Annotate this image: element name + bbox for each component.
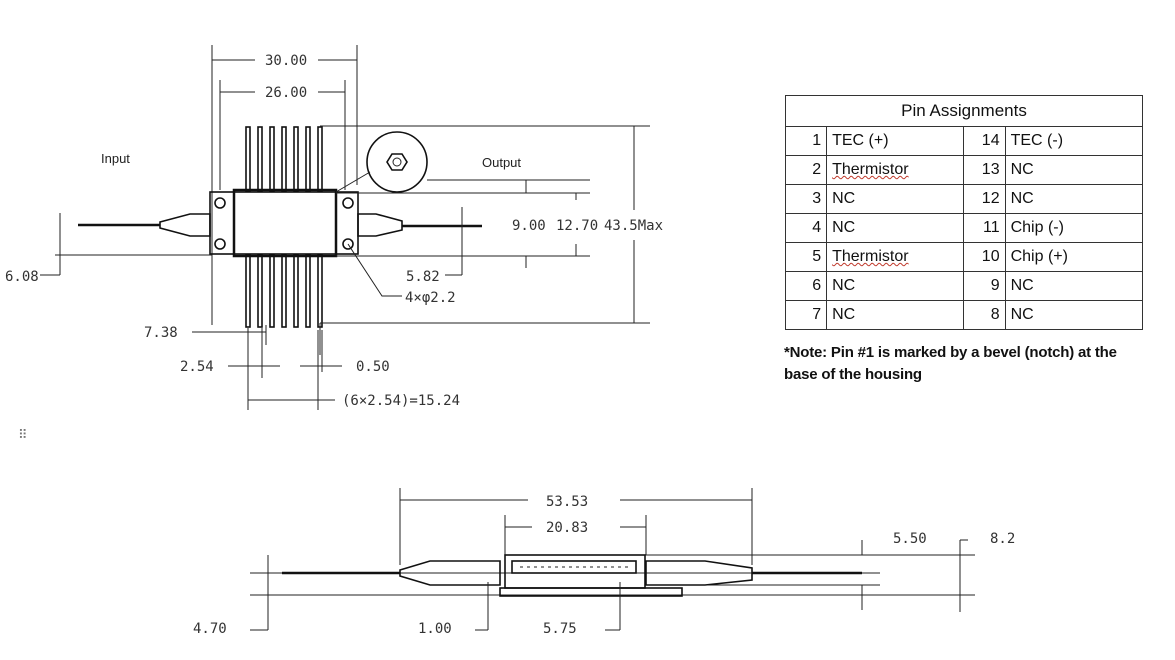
dim-height-9: 9.00 <box>512 218 546 234</box>
pin-number: 13 <box>963 155 1006 185</box>
input-boot <box>159 213 211 237</box>
pin-number: 10 <box>963 242 1006 272</box>
dim-body: 20.83 <box>546 520 588 536</box>
mount-hole <box>342 238 354 250</box>
pin-function: Thermistor <box>826 155 965 185</box>
pin-number: 3 <box>784 184 828 214</box>
table-row: 3 NC 12 NC <box>784 184 1144 214</box>
top-view: 30.00 26.00 <box>5 45 663 410</box>
pin-function: NC <box>1004 271 1144 301</box>
table-row: 5 Thermistor 10 Chip (+) <box>784 242 1144 272</box>
table-header-row: Pin Assignments <box>785 95 1143 127</box>
pin-number: 5 <box>784 242 828 272</box>
dim-h-470: 4.70 <box>193 621 227 637</box>
output-label: Output <box>482 155 521 170</box>
side-output-boot <box>645 560 753 586</box>
pin-function: Thermistor <box>826 242 965 272</box>
table-row: 1 TEC (+) 14 TEC (-) <box>784 126 1144 156</box>
top-pins <box>245 126 323 192</box>
pin-function: Chip (-) <box>1004 213 1144 243</box>
pin-number: 8 <box>963 300 1006 330</box>
dim-width-inner: 26.00 <box>265 85 307 101</box>
pin-number: 4 <box>784 213 828 243</box>
dim-pitch: 2.54 <box>180 359 214 375</box>
package-body <box>232 188 338 258</box>
pin-function: NC <box>1004 155 1144 185</box>
pin-number: 11 <box>963 213 1006 243</box>
pin-number: 14 <box>963 126 1006 156</box>
pin-number: 7 <box>784 300 828 330</box>
pin-number: 6 <box>784 271 828 301</box>
dim-height-12: 12.70 <box>556 218 598 234</box>
dim-width-outer: 30.00 <box>265 53 307 69</box>
dim-h-550: 5.50 <box>893 531 927 547</box>
drag-handle-icon[interactable]: ⠿ <box>18 428 28 443</box>
mount-hole <box>214 238 226 250</box>
dim-offset-582: 5.82 <box>406 269 440 285</box>
mount-hole <box>214 197 226 209</box>
pin-function: TEC (-) <box>1004 126 1144 156</box>
pin-function: NC <box>1004 184 1144 214</box>
output-boot <box>357 213 403 237</box>
table-title: Pin Assignments <box>785 95 1143 127</box>
side-input-boot <box>399 560 501 586</box>
side-view: 53.53 20.83 5.50 8.2 4.70 <box>193 488 1015 637</box>
pin-number: 12 <box>963 184 1006 214</box>
dim-offset-738: 7.38 <box>144 325 178 341</box>
mount-hole <box>342 197 354 209</box>
dim-total: 53.53 <box>546 494 588 510</box>
pin-number: 2 <box>784 155 828 185</box>
side-body <box>504 554 646 589</box>
table-row: 7 NC 8 NC <box>784 300 1144 330</box>
table-row: 2 Thermistor 13 NC <box>784 155 1144 185</box>
pin-number: 9 <box>963 271 1006 301</box>
dim-h-100: 1.00 <box>418 621 452 637</box>
pin-function: Chip (+) <box>1004 242 1144 272</box>
pin-function: NC <box>1004 300 1144 330</box>
dim-offset-608: 6.08 <box>5 269 39 285</box>
dim-h-575: 5.75 <box>543 621 577 637</box>
pin-function: NC <box>826 271 965 301</box>
dim-pin-span: (6×2.54)=15.24 <box>342 393 460 409</box>
pin-assignment-table: Pin Assignments 1 TEC (+) 14 TEC (-) 2 T… <box>784 95 1144 330</box>
dim-pin-width: 0.50 <box>356 359 390 375</box>
dim-h-82: 8.2 <box>990 531 1015 547</box>
pin-function: NC <box>826 184 965 214</box>
table-row: 6 NC 9 NC <box>784 271 1144 301</box>
pin-note: *Note: Pin #1 is marked by a bevel (notc… <box>784 344 1117 383</box>
input-label: Input <box>101 151 130 166</box>
table-row: 4 NC 11 Chip (-) <box>784 213 1144 243</box>
dim-holes: 4×φ2.2 <box>405 290 456 306</box>
pin-number: 1 <box>784 126 828 156</box>
dim-length-max: 43.5Max <box>604 218 663 234</box>
bottom-pins <box>245 254 323 328</box>
pin-function: NC <box>826 300 965 330</box>
pin-function: TEC (+) <box>826 126 965 156</box>
pin-function: NC <box>826 213 965 243</box>
